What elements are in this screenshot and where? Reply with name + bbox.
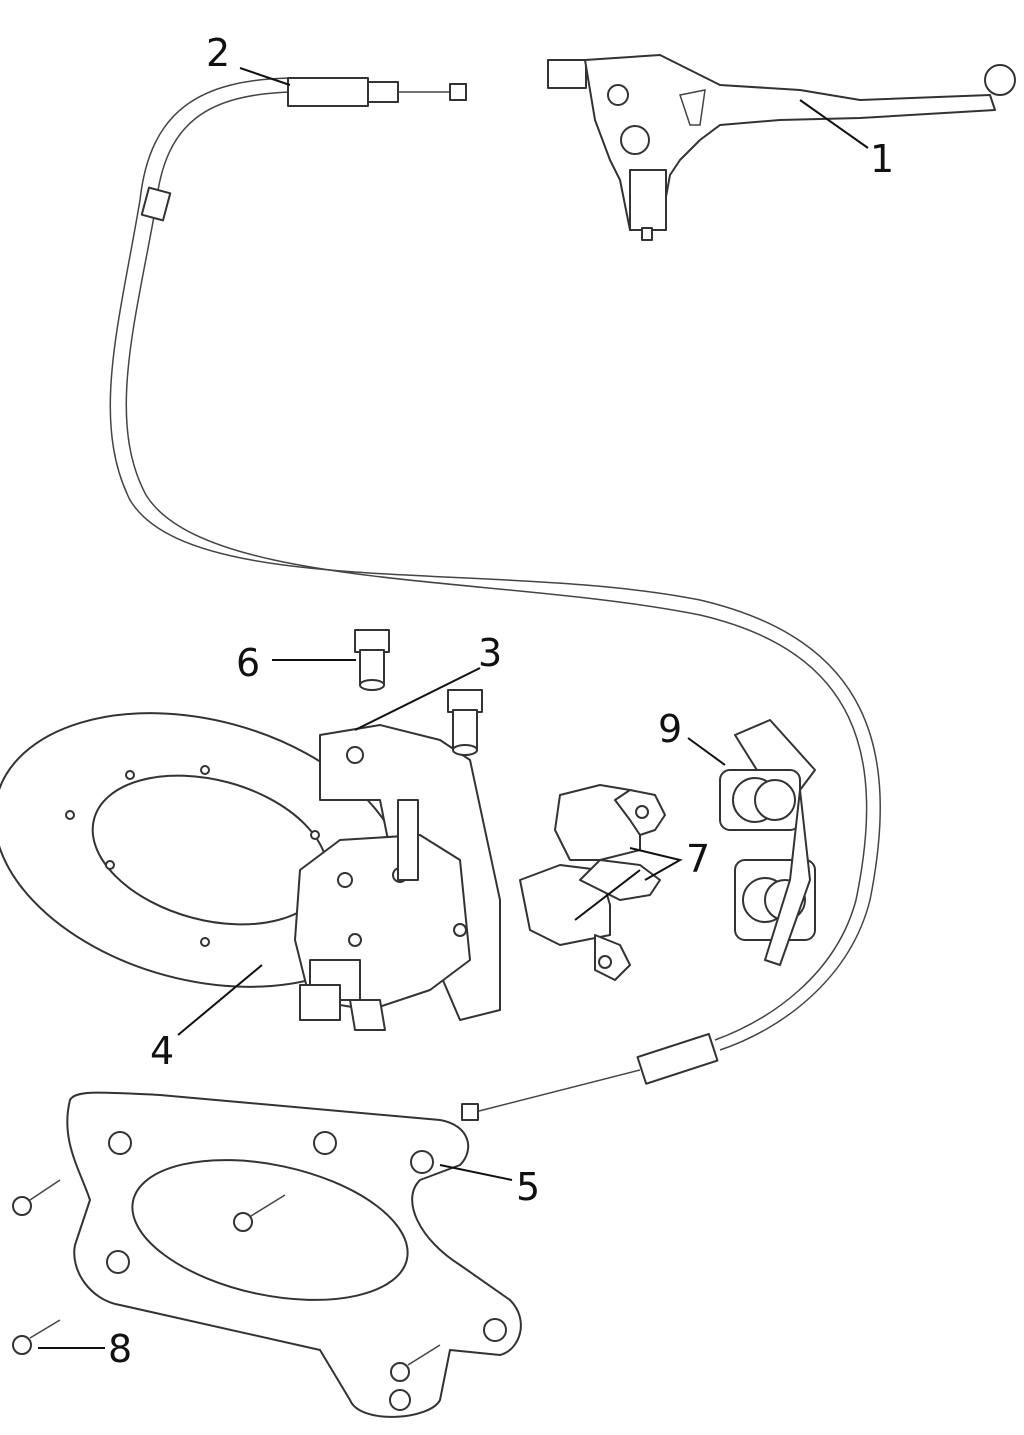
bolt-upper <box>354 629 390 691</box>
callout-5: 5 <box>516 1165 541 1209</box>
mounting-plate <box>66 1091 522 1418</box>
leader-lines <box>38 67 869 1349</box>
callout-3: 3 <box>478 631 503 675</box>
callout-4: 4 <box>150 1029 175 1073</box>
callout-8: 8 <box>108 1327 133 1371</box>
cable-end-nipple <box>449 83 467 101</box>
pad-spring-clip <box>719 719 816 966</box>
screw <box>390 1344 441 1382</box>
callout-9: 9 <box>658 707 683 751</box>
cable-adjuster <box>287 77 369 107</box>
brake-pads <box>519 784 666 981</box>
screw <box>233 1194 286 1232</box>
cable-end-fitting <box>636 1032 719 1085</box>
cable-end-nipple-lower <box>461 1103 479 1121</box>
brake-caliper <box>294 724 501 1031</box>
screw <box>12 1179 61 1216</box>
callout-6: 6 <box>236 641 261 685</box>
brake-lever <box>547 54 1016 241</box>
callout-2: 2 <box>206 31 231 75</box>
callout-7: 7 <box>686 837 711 881</box>
screw <box>12 1319 61 1355</box>
callout-1: 1 <box>870 137 895 181</box>
bolt-lower <box>447 689 483 756</box>
brake-cable <box>109 77 881 1121</box>
